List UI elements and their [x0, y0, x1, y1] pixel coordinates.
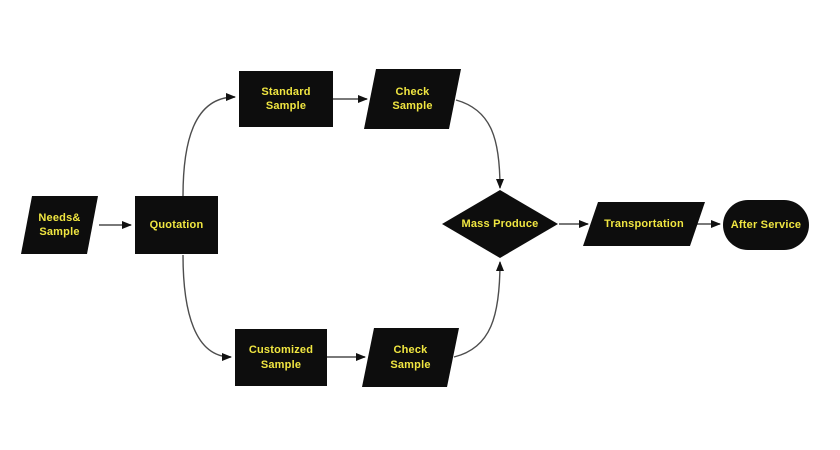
node-label: Check Sample [392, 85, 433, 112]
node-label: After Service [730, 218, 802, 231]
node-label: Transportation [604, 217, 684, 230]
node-mass-produce: Mass Produce [442, 190, 558, 258]
edge-check-sample-bottom-to-mass-produce [453, 261, 504, 358]
node-label: Customized Sample [248, 344, 314, 371]
node-label: Mass Produce [461, 217, 539, 230]
node-label: Standard Sample [261, 85, 311, 112]
node-standard-sample: Standard Sample [239, 71, 333, 127]
node-label: Needs& Sample [38, 211, 81, 238]
edge-quotation-to-standard-sample [182, 93, 236, 197]
node-needs-sample: Needs& Sample [21, 196, 98, 254]
edge-quotation-to-customized-sample [182, 254, 232, 361]
node-check-sample-bottom: Check Sample [362, 328, 459, 387]
node-after-service: After Service [723, 200, 809, 250]
node-label: Quotation [149, 218, 204, 231]
edge-check-sample-top-to-mass-produce [455, 99, 504, 189]
node-label: Check Sample [390, 344, 431, 371]
node-quotation: Quotation [135, 196, 218, 254]
node-customized-sample: Customized Sample [235, 329, 327, 386]
node-check-sample-top: Check Sample [364, 69, 461, 129]
node-transportation: Transportation [583, 202, 705, 246]
